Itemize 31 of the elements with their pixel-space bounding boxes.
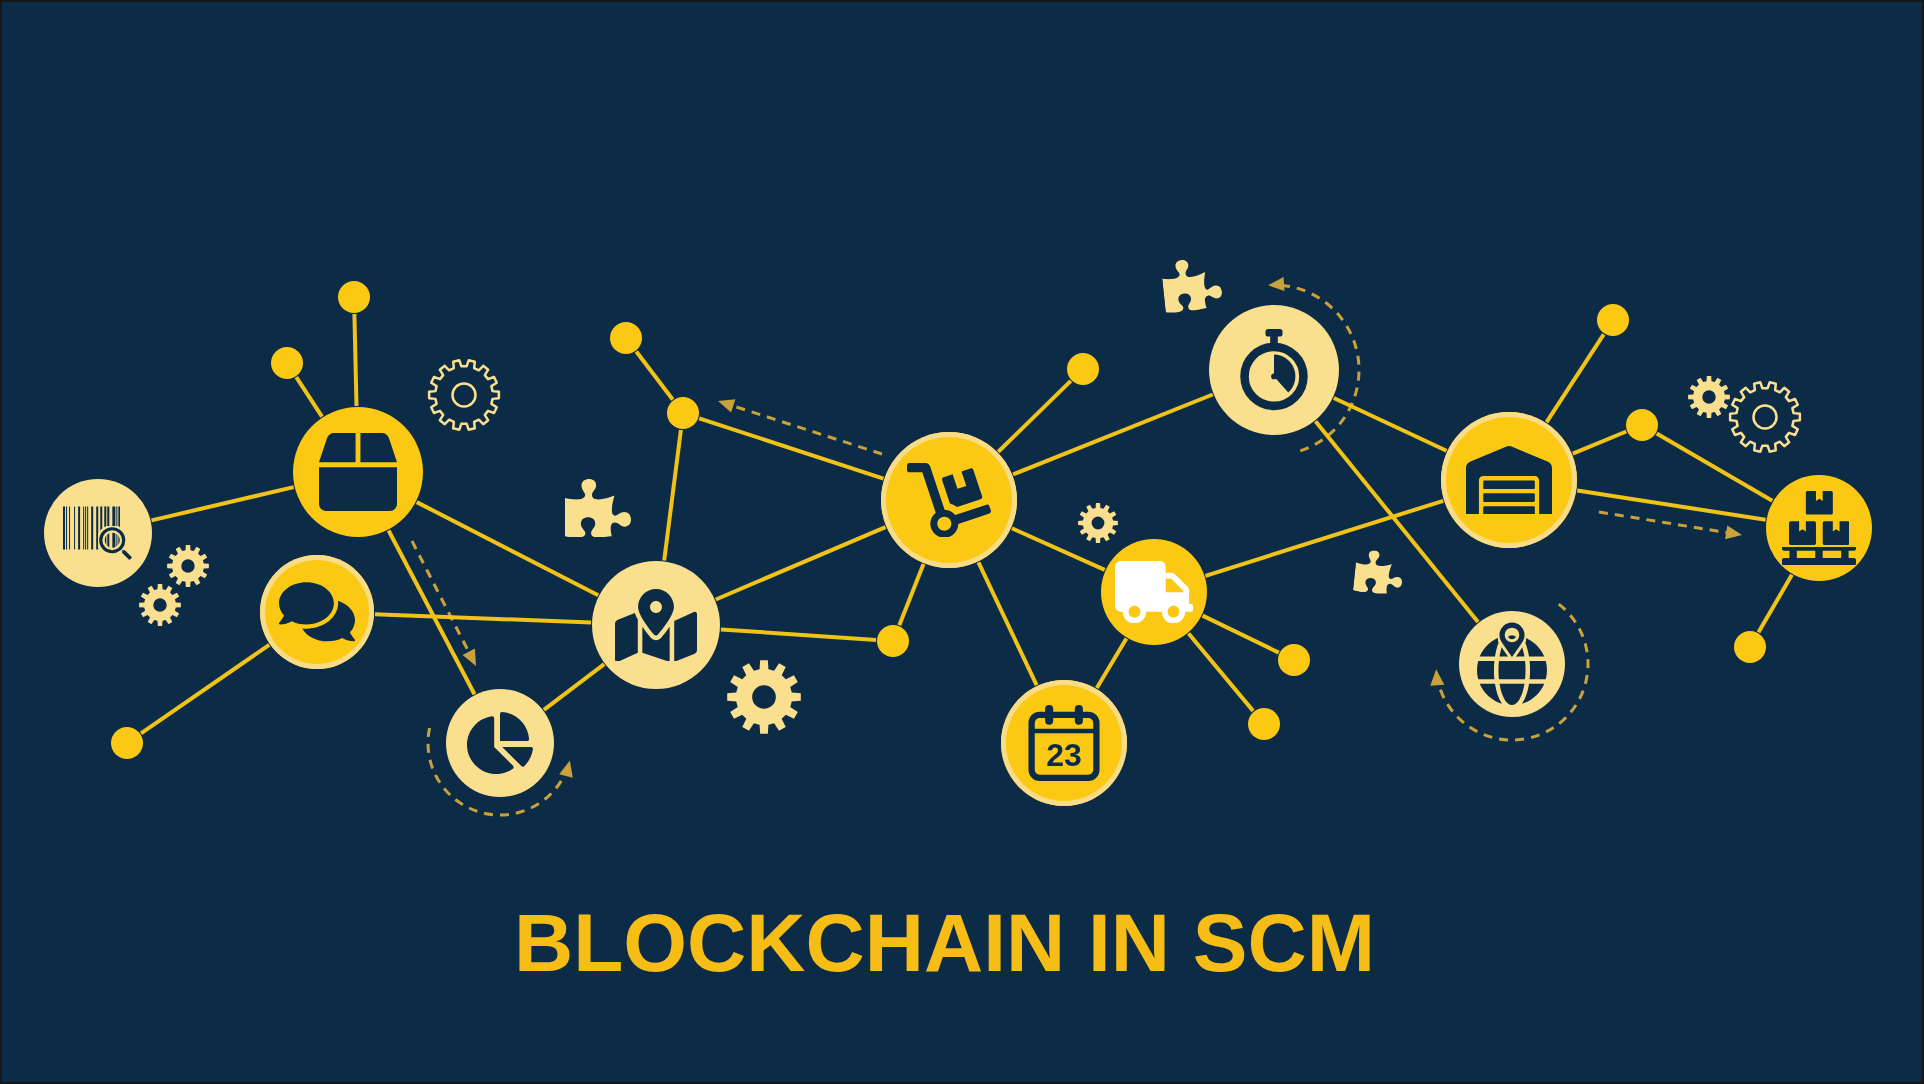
connector-line — [139, 643, 271, 736]
connector-line — [634, 350, 675, 401]
connector-line — [415, 500, 600, 598]
connector-line — [386, 529, 477, 696]
connector-line — [976, 561, 1039, 687]
connector-line — [996, 379, 1073, 454]
connector-line — [720, 627, 877, 642]
title: BLOCKCHAIN IN SCM — [514, 902, 1375, 984]
connector-line — [1187, 632, 1255, 713]
connector-line — [1204, 498, 1444, 578]
connector-line — [151, 485, 295, 523]
connector-line — [1572, 429, 1628, 456]
calendar-date: 23 — [1046, 739, 1082, 771]
connector-line — [1655, 431, 1774, 503]
connector-line — [1011, 526, 1106, 572]
connector-line — [897, 563, 926, 626]
connector-line — [1095, 637, 1129, 690]
connector-line — [542, 662, 606, 712]
connector-line — [1313, 420, 1480, 624]
connector-line — [1576, 488, 1766, 522]
connector-line — [1756, 573, 1794, 634]
connector-line — [374, 612, 592, 625]
connector-line — [1544, 333, 1606, 424]
connector-line — [294, 376, 324, 418]
connector-line — [1201, 613, 1280, 655]
connector-line — [698, 416, 885, 481]
connector-line — [1012, 392, 1214, 477]
connector-line — [715, 525, 887, 602]
connector-line — [662, 429, 683, 561]
connector-line — [352, 313, 359, 407]
connector-line — [1332, 396, 1448, 453]
